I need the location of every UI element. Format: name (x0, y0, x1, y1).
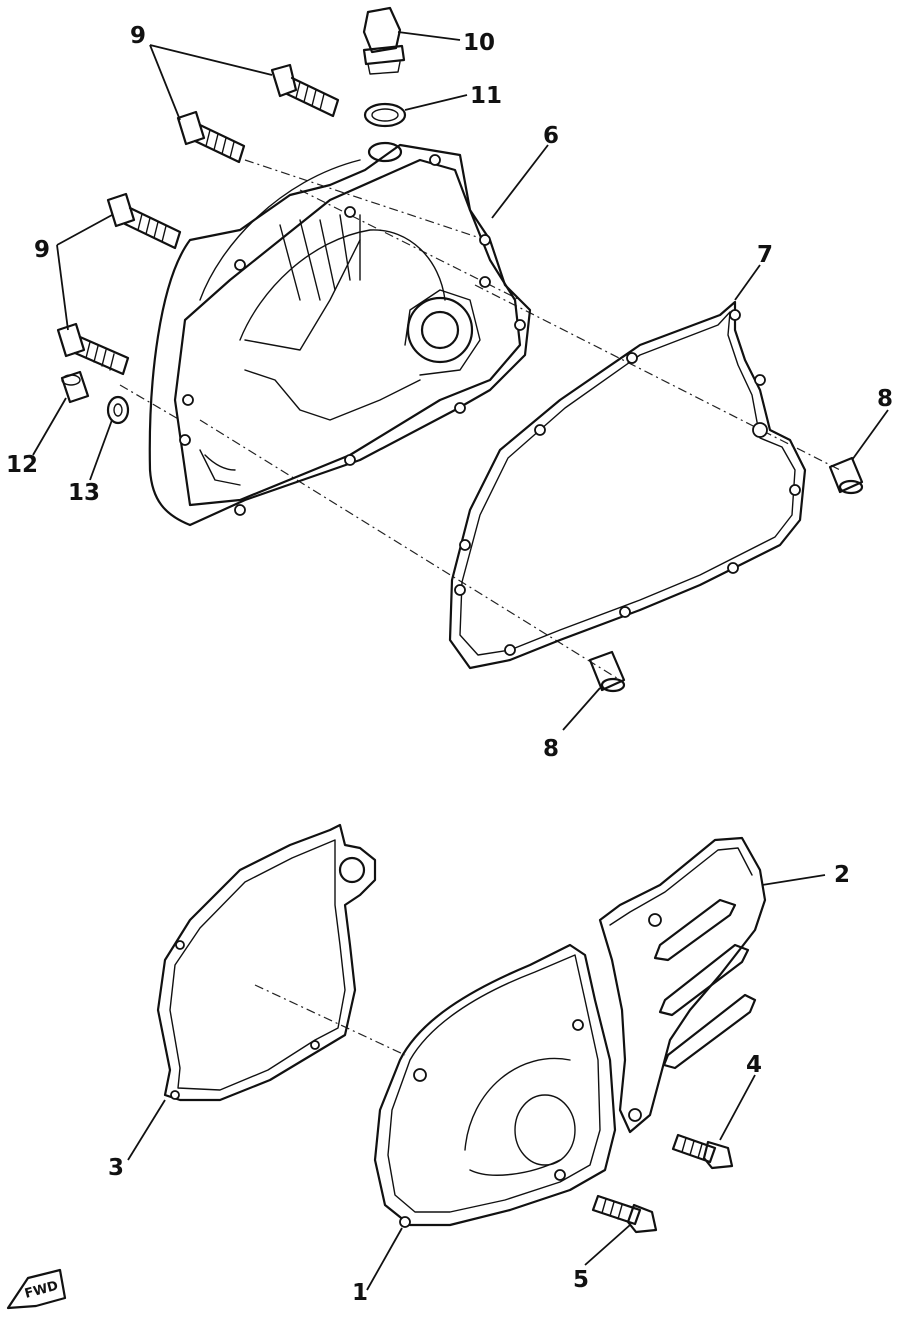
washer-13 (106, 395, 130, 425)
callout-9-lower: 9 (34, 237, 50, 263)
crankcase-cover-6 (148, 141, 532, 527)
bolt-9-c (106, 192, 182, 250)
filler-plug-10 (362, 6, 406, 75)
callout-12: 12 (6, 452, 38, 478)
screw-4 (671, 1133, 734, 1170)
callout-11: 11 (470, 83, 502, 109)
callout-7: 7 (757, 242, 773, 268)
bolt-9-d (56, 322, 130, 376)
callout-6: 6 (543, 123, 559, 149)
callout-13: 13 (68, 480, 100, 506)
dowel-pin-8-lower (588, 650, 626, 693)
fwd-arrow-icon: FWD (6, 1268, 67, 1310)
callout-labels: 9 10 11 6 9 7 8 12 13 8 2 4 3 5 1 (6, 23, 893, 1306)
gasket-3 (156, 823, 377, 1102)
callout-2: 2 (834, 862, 850, 888)
center-lines (119, 159, 841, 1056)
screw-5 (591, 1194, 658, 1234)
fwd-label: FWD (23, 1279, 60, 1302)
callout-8-right: 8 (877, 386, 893, 412)
plug-12 (60, 370, 90, 404)
o-ring-11 (363, 102, 407, 128)
callout-3: 3 (108, 1155, 124, 1181)
callout-5: 5 (573, 1267, 589, 1293)
bolt-9-a (270, 63, 340, 118)
callout-4: 4 (746, 1052, 762, 1078)
generator-cover-1 (373, 943, 617, 1228)
gasket-7 (448, 300, 807, 670)
leader-lines (32, 31, 889, 1291)
callout-8-bottom: 8 (543, 736, 559, 762)
callout-1: 1 (352, 1280, 368, 1306)
callout-10: 10 (463, 30, 495, 56)
callout-9-upper: 9 (130, 23, 146, 49)
dowel-pin-8-upper (828, 456, 864, 495)
bolt-9-b (176, 110, 246, 164)
cover-plate-2 (598, 836, 767, 1134)
